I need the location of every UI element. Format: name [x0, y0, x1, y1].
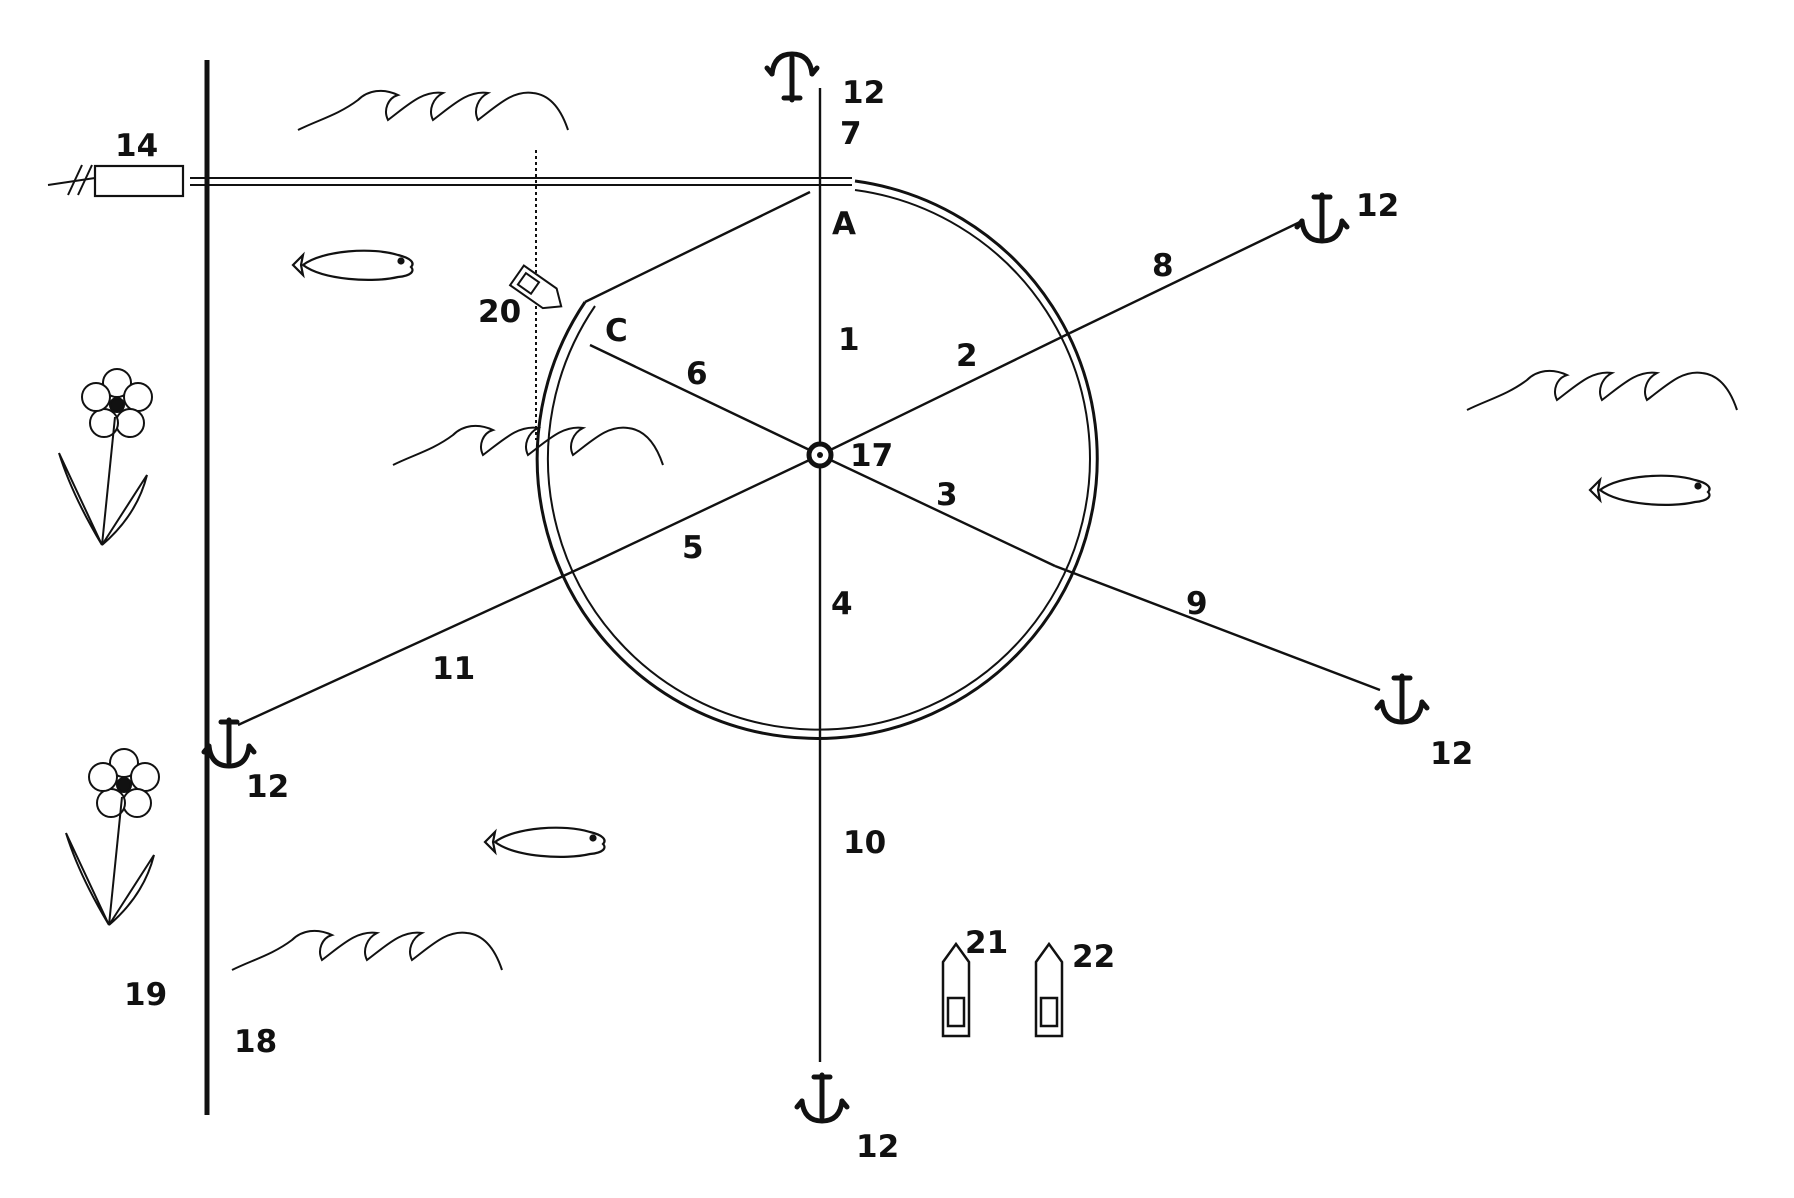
- fish-icon: [293, 251, 412, 280]
- label-9: 9: [1186, 586, 1208, 622]
- label-3: 3: [936, 477, 958, 513]
- label-5: 5: [682, 530, 704, 566]
- label-10: 10: [843, 825, 886, 861]
- label-20: 20: [478, 294, 521, 330]
- mooring-lines: [238, 88, 1380, 1062]
- anchor-icon: [797, 1075, 847, 1121]
- flower-icon: [66, 749, 159, 925]
- wave-icon: [1467, 371, 1737, 410]
- anchor-icon: [204, 720, 254, 766]
- label-22: 22: [1072, 939, 1115, 975]
- label-1: 1: [838, 322, 860, 358]
- anchor-icon: [1297, 195, 1347, 241]
- label-point-a: A: [832, 206, 856, 242]
- wave-icon: [232, 931, 502, 970]
- boat-icon: [1036, 944, 1062, 1036]
- spokes: [585, 172, 1070, 700]
- label-18: 18: [234, 1024, 277, 1060]
- label-12-upper-right: 12: [1356, 188, 1399, 224]
- central-hub: [809, 444, 831, 466]
- label-7: 7: [840, 116, 862, 152]
- label-4: 4: [831, 586, 853, 622]
- label-12-left: 12: [246, 769, 289, 805]
- unit-14-box: [95, 166, 183, 196]
- wave-icon: [298, 91, 568, 130]
- label-2: 2: [956, 338, 978, 374]
- fish-icon: [1590, 476, 1709, 505]
- label-14: 14: [115, 128, 158, 164]
- label-17: 17: [850, 438, 893, 474]
- flower-icon: [59, 369, 152, 545]
- label-21: 21: [965, 925, 1008, 961]
- label-12-lower-right: 12: [1430, 736, 1473, 772]
- label-8: 8: [1152, 248, 1174, 284]
- label-6: 6: [686, 356, 708, 392]
- label-point-c: C: [605, 313, 628, 349]
- fish-icon: [485, 828, 604, 857]
- label-19: 19: [124, 977, 167, 1013]
- anchor-icon: [767, 54, 817, 100]
- anchor-icon: [1377, 676, 1427, 722]
- wave-icon: [393, 426, 663, 465]
- label-12-bottom: 12: [856, 1129, 899, 1165]
- label-11: 11: [432, 651, 475, 687]
- label-12-top: 12: [842, 75, 885, 111]
